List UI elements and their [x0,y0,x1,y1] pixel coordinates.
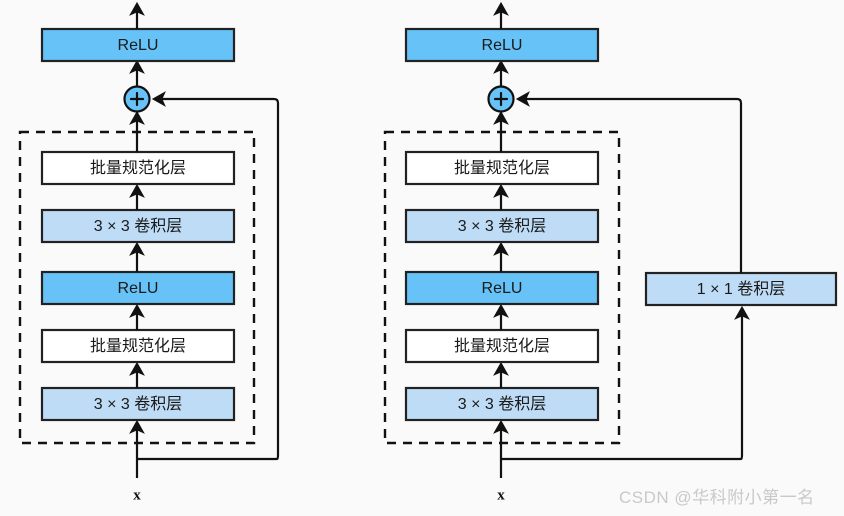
right-conv3x3-bottom-label: 3 × 3 卷积层 [458,395,546,413]
right-relu-inner-label: ReLU [482,280,523,297]
left-relu-output-box[interactable] [40,27,236,63]
right-conv3x3-top-label: 3 × 3 卷积层 [458,217,546,235]
residual-block-identity: 3 × 3 卷积层 批量规范化层 ReLU 3 × 3 卷积层 批量规范化层 [18,1,280,503]
skip-connection-left [137,91,280,461]
right-relu-output-label: ReLU [482,37,523,54]
residual-block-1x1-conv: 1 × 1 卷积层 3 × 3 卷积层 批量规范化层 ReLU 3 × 3 卷积… [383,1,838,503]
left-relu-inner-label: ReLU [118,280,159,297]
right-conv3x3-bottom-box[interactable] [404,386,600,422]
left-batchnorm-top-label: 批量规范化层 [90,159,186,177]
left-relu-output-label: ReLU [118,37,159,54]
skip-connection-right [515,91,743,273]
left-conv3x3-top-label: 3 × 3 卷积层 [94,217,182,235]
right-batchnorm-bottom-label: 批量规范化层 [454,337,550,355]
left-conv3x3-bottom-box[interactable] [40,386,236,422]
right-batchnorm-top-box[interactable] [404,150,600,186]
right-input-label: x [497,487,505,503]
right-relu-inner-box[interactable] [404,270,600,306]
csdn-watermark: CSDN @华科附小第一名 [619,488,815,507]
left-relu-inner-box[interactable] [40,270,236,306]
left-batchnorm-bottom-label: 批量规范化层 [90,337,186,355]
left-input-label: x [133,487,141,503]
right-conv1x1-label: 1 × 1 卷积层 [697,280,785,298]
right-batchnorm-top-label: 批量规范化层 [454,159,550,177]
right-conv1x1-box[interactable] [644,271,838,307]
right-relu-output-box[interactable] [404,27,600,63]
left-batchnorm-top-box[interactable] [40,150,236,186]
shortcut-path-to-1x1conv [501,305,750,461]
left-conv3x3-bottom-label: 3 × 3 卷积层 [94,395,182,413]
